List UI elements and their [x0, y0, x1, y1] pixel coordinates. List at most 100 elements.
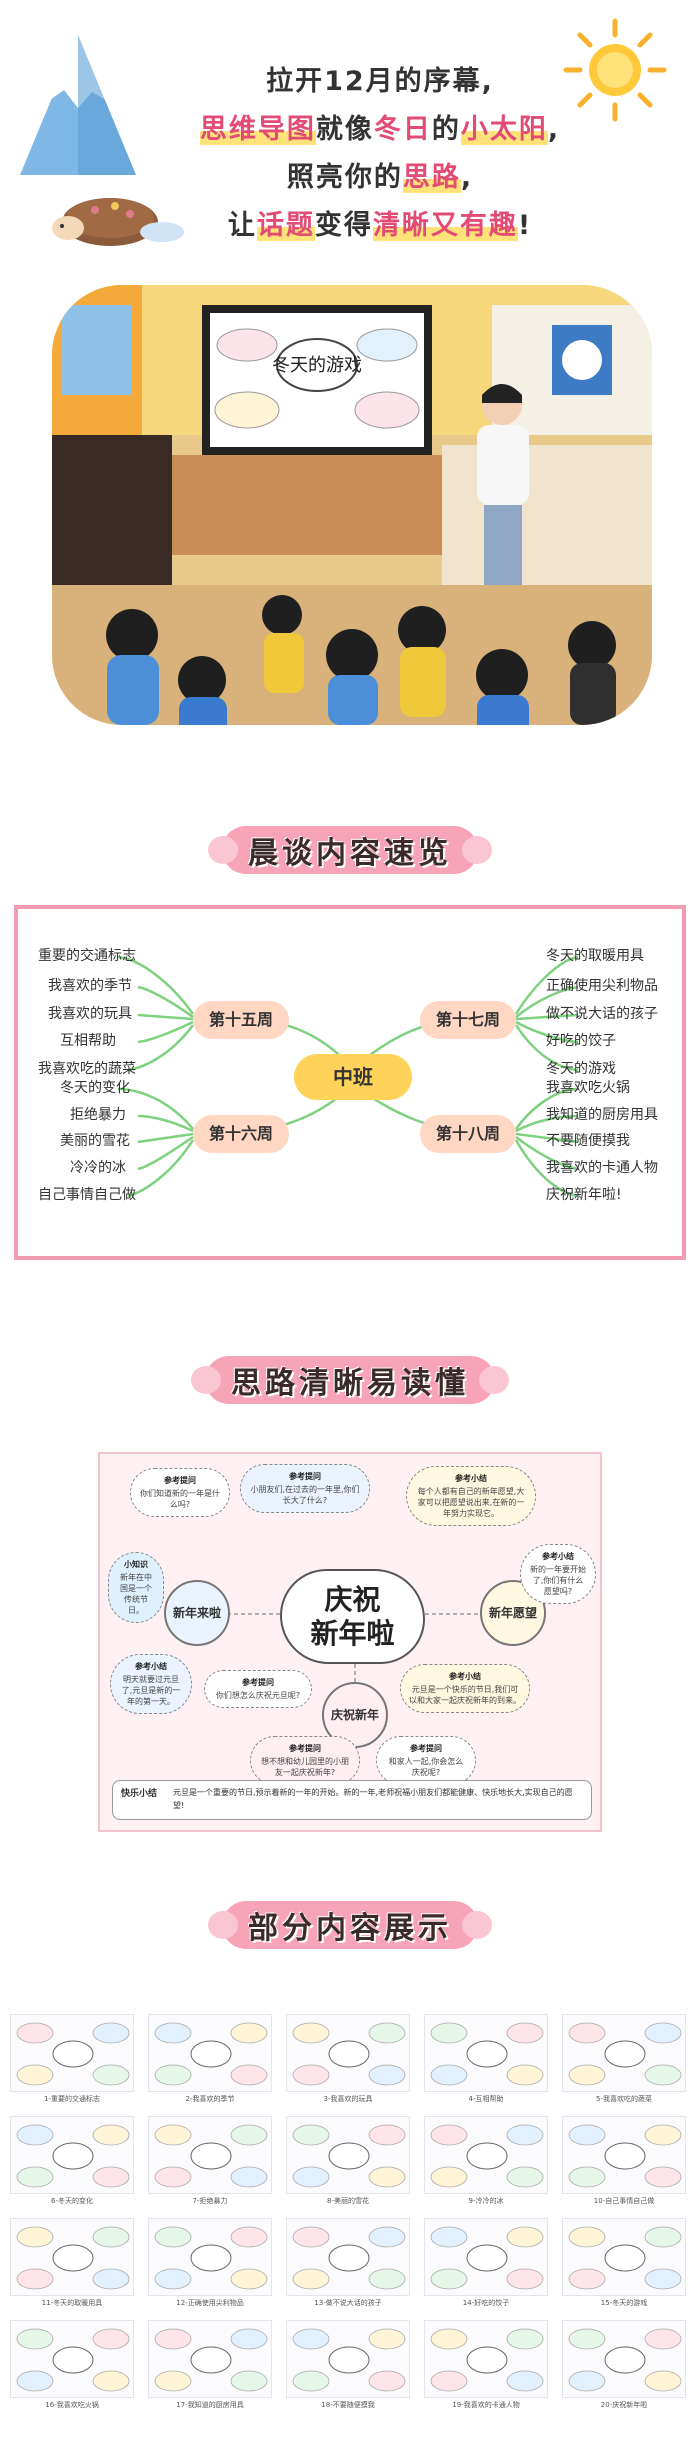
thumbnail-caption: 10-自己事情自己做	[593, 2197, 655, 2205]
thumbnail-mindmap	[430, 2124, 544, 2188]
thumbnail-node	[430, 2328, 468, 2350]
topic-item: 我喜欢的卡通人物	[546, 1160, 658, 1176]
topic-item: 我喜欢的玩具	[48, 1006, 132, 1022]
featured-mindmap: 庆祝 新年啦 新年来啦 新年愿望 庆祝新年 参考提问 你们知道新的一年是什么吗?…	[98, 1452, 602, 1832]
thumbnail-node	[368, 2166, 406, 2188]
thumbnail-node	[466, 2142, 508, 2170]
thumbnail-image	[10, 2014, 134, 2092]
topic-item: 好吃的饺子	[546, 1033, 616, 1049]
classroom-scene: 冬天的游戏	[52, 285, 652, 725]
bubble-text: 小朋友们,在过去的一年里,你们长大了什么?	[250, 1485, 360, 1505]
thumbnail-node	[154, 2022, 192, 2044]
thumbnail-node	[430, 2370, 468, 2392]
gallery-thumbnail[interactable]: 5-我喜欢吃的蔬菜	[562, 2014, 686, 2110]
thumbnail-mindmap	[16, 2124, 130, 2188]
thumbnail-node	[644, 2370, 682, 2392]
hero-line-2: 思维导图就像冬日的小太阳,	[150, 106, 610, 154]
thumbnail-caption: 16-我喜欢吃火锅	[45, 2401, 99, 2409]
hero-keyword-topic: 话题	[256, 210, 315, 241]
thumbnail-node	[644, 2166, 682, 2188]
thumbnail-node	[466, 2244, 508, 2272]
gallery-thumbnail[interactable]: 19-我喜欢的卡通人物	[424, 2320, 548, 2416]
branch-new-year-wish: 新年愿望	[480, 1580, 546, 1646]
gallery-thumbnail[interactable]: 7-拒绝暴力	[148, 2116, 272, 2212]
thumbnail-node	[16, 2064, 54, 2086]
gallery-thumbnail[interactable]: 10-自己事情自己做	[562, 2116, 686, 2212]
thumbnail-mindmap	[292, 2328, 406, 2392]
gallery-thumbnail[interactable]: 15-冬天的游戏	[562, 2218, 686, 2314]
thumbnail-mindmap	[154, 2226, 268, 2290]
thumbnail-image	[562, 2218, 686, 2296]
thumbnail-caption: 11-冬天的取暖用具	[41, 2299, 103, 2307]
question-bubble: 参考小结 新的一年要开始了,你们有什么愿望吗?	[520, 1544, 596, 1604]
thumbnail-node	[154, 2370, 192, 2392]
thumbnail-node	[644, 2328, 682, 2350]
gallery-thumbnail[interactable]: 11-冬天的取暖用具	[10, 2218, 134, 2314]
topic-item: 美丽的雪花	[60, 1133, 130, 1149]
thumbnail-node	[16, 2370, 54, 2392]
gallery-thumbnail[interactable]: 3-我喜欢的玩具	[286, 2014, 410, 2110]
bubble-text: 新的一年要开始了,你们有什么愿望吗?	[530, 1565, 586, 1596]
thumbnail-node	[644, 2124, 682, 2146]
gallery-thumbnail[interactable]: 17-我知道的厨房用具	[148, 2320, 272, 2416]
gallery-thumbnail[interactable]: 16-我喜欢吃火锅	[10, 2320, 134, 2416]
thumbnail-node	[230, 2124, 268, 2146]
thumbnail-node	[190, 2244, 232, 2272]
thumbnail-image	[148, 2218, 272, 2296]
thumbnail-caption: 3-我喜欢的玩具	[323, 2095, 373, 2103]
hero-line-2-text-b: 的	[431, 114, 461, 145]
topic-item: 我喜欢吃火锅	[546, 1080, 630, 1096]
overview-mindmap: 中班 第十五周 重要的交通标志 我喜欢的季节 我喜欢的玩具 互相帮助 我喜欢吃的…	[14, 905, 686, 1260]
gallery-thumbnail[interactable]: 6-冬天的变化	[10, 2116, 134, 2212]
gallery-thumbnail[interactable]: 9-冷冷的冰	[424, 2116, 548, 2212]
thumbnail-node	[52, 2142, 94, 2170]
question-bubble: 参考提问 想不想和幼儿园里的小朋友一起庆祝新年?	[250, 1736, 360, 1785]
thumbnail-caption: 4-互相帮助	[468, 2095, 504, 2103]
thumbnail-node	[154, 2064, 192, 2086]
thumbnail-node	[92, 2022, 130, 2044]
gallery-thumbnail[interactable]: 1-重要的交通标志	[10, 2014, 134, 2110]
snow-mountain-illustration	[20, 35, 136, 175]
thumbnail-node	[644, 2064, 682, 2086]
thumbnail-caption: 9-冷冷的冰	[468, 2197, 504, 2205]
gallery-thumbnail[interactable]: 12-正确使用尖利物品	[148, 2218, 272, 2314]
thumbnail-image	[562, 2320, 686, 2398]
thumbnail-image	[286, 2014, 410, 2092]
gallery-thumbnail[interactable]: 8-美丽的雪花	[286, 2116, 410, 2212]
hero-line-4-text-b: 变得	[314, 210, 373, 241]
gallery-thumbnail[interactable]: 18-不要随便摸我	[286, 2320, 410, 2416]
bubble-tag: 参考提问	[289, 1472, 321, 1481]
bubble-text: 想不想和幼儿园里的小朋友一起庆祝新年?	[261, 1757, 349, 1777]
thumbnail-node	[230, 2064, 268, 2086]
hero-line-3-text: 照亮你的	[286, 162, 403, 193]
bubble-text: 你们知道新的一年是什么吗?	[140, 1489, 220, 1509]
topic-item: 拒绝暴力	[70, 1107, 126, 1123]
hero-line-3-comma: ,	[460, 162, 474, 193]
featured-title: 庆祝 新年啦	[280, 1569, 425, 1664]
thumbnail-mindmap	[154, 2124, 268, 2188]
thumbnail-node	[430, 2268, 468, 2290]
thumbnail-node	[568, 2064, 606, 2086]
hero-section: 拉开12月的序幕, 思维导图就像冬日的小太阳, 照亮你的思路, 让话题变得清晰又…	[0, 0, 700, 740]
hero-line-4-text: 让	[227, 210, 257, 241]
thumbnail-caption: 13-做不说大话的孩子	[314, 2299, 382, 2307]
thumbnail-node	[506, 2226, 544, 2248]
gallery-thumbnail[interactable]: 13-做不说大话的孩子	[286, 2218, 410, 2314]
gallery-thumbnail[interactable]: 14-好吃的饺子	[424, 2218, 548, 2314]
gallery-thumbnail[interactable]: 20-庆祝新年啦	[562, 2320, 686, 2416]
thumbnail-node	[368, 2226, 406, 2248]
thumbnail-mindmap	[568, 2124, 682, 2188]
thumbnail-caption: 20-庆祝新年啦	[600, 2401, 648, 2409]
topic-item: 我知道的厨房用具	[546, 1107, 658, 1123]
thumbnail-mindmap	[154, 2022, 268, 2086]
bubble-text: 和家人一起,你会怎么庆祝呢?	[388, 1757, 464, 1777]
thumbnail-image	[10, 2116, 134, 2194]
gallery-thumbnail[interactable]: 4-互相帮助	[424, 2014, 548, 2110]
thumbnail-node	[568, 2268, 606, 2290]
gallery-thumbnail[interactable]: 2-我喜欢的季节	[148, 2014, 272, 2110]
bubble-tag: 参考提问	[289, 1744, 321, 1753]
thumbnail-node	[568, 2370, 606, 2392]
screen-title: 冬天的游戏	[272, 355, 362, 376]
thumbnail-node	[568, 2124, 606, 2146]
